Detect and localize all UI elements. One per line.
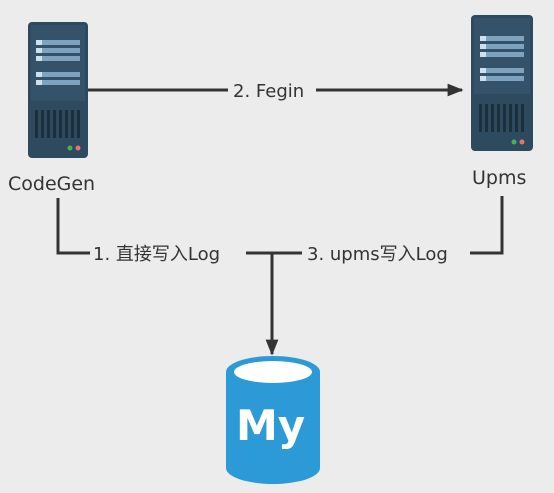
edge-label-upms-log: 3. upms写入Log (307, 244, 448, 265)
node-label-upms: Upms (472, 167, 526, 189)
database-icon (226, 356, 320, 484)
edge-upms-log-line-right (470, 196, 504, 255)
edge-label-direct-log: 1. 直接写入Log (93, 244, 220, 265)
database-label: My (236, 401, 305, 450)
edge-direct-log-line-left (56, 198, 90, 255)
node-label-codegen: CodeGen (8, 173, 95, 195)
edge-label-fegin: 2. Fegin (233, 81, 304, 102)
server-icon-codegen (28, 22, 88, 158)
server-icon-upms (471, 15, 533, 151)
